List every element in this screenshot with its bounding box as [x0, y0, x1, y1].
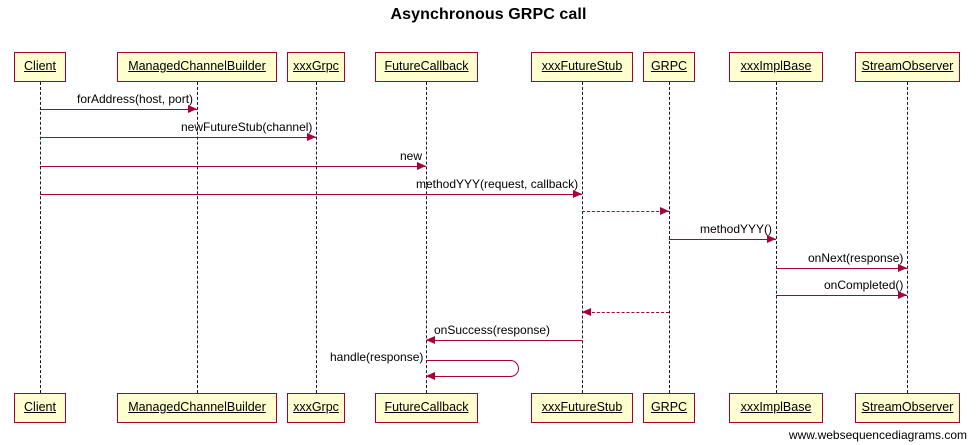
lifeline-streamobserver	[907, 82, 908, 393]
participant-box-xxxgrpc-bottom[interactable]: xxxGrpc	[287, 393, 345, 423]
lifeline-channelbuilder	[197, 82, 198, 393]
participant-label: GRPC	[650, 400, 688, 414]
watermark-footer: www.websequencediagrams.com	[788, 428, 967, 442]
participant-label: xxxFutureStub	[541, 400, 623, 414]
participant-box-client-top[interactable]: Client	[14, 52, 66, 82]
lifeline-grpc	[669, 82, 670, 393]
message-label: new	[400, 149, 423, 163]
message-line	[40, 166, 426, 167]
lifeline-futurecallback	[426, 82, 427, 393]
message-line	[582, 211, 669, 212]
arrow-head-right	[898, 264, 907, 272]
participant-box-futurecallback-bottom[interactable]: FutureCallback	[375, 393, 478, 423]
arrow-head-right	[767, 235, 776, 243]
lifeline-xxximplbase	[776, 82, 777, 393]
participant-box-xxxfuturestub-top[interactable]: xxxFutureStub	[531, 52, 633, 82]
participant-label: GRPC	[650, 59, 688, 73]
participant-box-streamobserver-bottom[interactable]: StreamObserver	[855, 393, 960, 423]
participant-label: FutureCallback	[384, 400, 469, 414]
participant-box-channelbuilder-top[interactable]: ManagedChannelBuilder	[117, 52, 277, 82]
lifeline-xxxfuturestub	[582, 82, 583, 393]
arrow-head-left	[582, 308, 591, 316]
arrow-head-right	[307, 133, 316, 141]
participant-box-streamobserver-top[interactable]: StreamObserver	[855, 52, 960, 82]
participant-box-xxximplbase-bottom[interactable]: xxxImplBase	[729, 393, 823, 423]
participant-label: xxxGrpc	[293, 59, 339, 73]
participant-label: xxxGrpc	[293, 400, 339, 414]
participant-box-channelbuilder-bottom[interactable]: ManagedChannelBuilder	[117, 393, 277, 423]
message-line	[40, 194, 582, 195]
message-line	[776, 268, 907, 269]
arrow-head-right	[660, 207, 669, 215]
message-label: forAddress(host, port)	[77, 92, 194, 106]
page-title: Asynchronous GRPC call	[390, 6, 587, 23]
message-label: handle(response)	[330, 350, 424, 364]
message-label: methodYYY()	[700, 222, 773, 236]
participant-label: xxxImplBase	[740, 59, 812, 73]
message-line	[669, 239, 776, 240]
arrow-head-right	[573, 190, 582, 198]
participant-label: ManagedChannelBuilder	[128, 400, 266, 414]
arrow-head-right	[417, 162, 426, 170]
participant-label: xxxFutureStub	[541, 59, 623, 73]
participant-box-xxximplbase-top[interactable]: xxxImplBase	[729, 52, 823, 82]
message-label: newFutureStub(channel)	[181, 120, 313, 134]
message-line	[582, 312, 669, 313]
message-label: onCompleted()	[824, 278, 904, 292]
arrow-head-right	[188, 105, 197, 113]
message-line	[40, 137, 316, 138]
lifeline-client	[40, 82, 41, 393]
participant-box-grpc-top[interactable]: GRPC	[643, 52, 695, 82]
message-label: onSuccess(response)	[434, 323, 551, 337]
message-label: onNext(response)	[808, 251, 904, 265]
participant-label: ManagedChannelBuilder	[128, 59, 266, 73]
arrow-head-left	[426, 336, 435, 344]
participant-box-client-bottom[interactable]: Client	[14, 393, 66, 423]
participant-label: FutureCallback	[384, 59, 469, 73]
participant-box-futurecallback-top[interactable]: FutureCallback	[375, 52, 478, 82]
participant-box-xxxgrpc-top[interactable]: xxxGrpc	[287, 52, 345, 82]
lifeline-xxxgrpc	[316, 82, 317, 393]
arrow-head-left	[426, 372, 435, 380]
message-line	[776, 295, 907, 296]
participant-box-grpc-bottom[interactable]: GRPC	[643, 393, 695, 423]
arrow-head-right	[898, 291, 907, 299]
participant-label: Client	[24, 59, 56, 73]
message-line	[40, 109, 197, 110]
participant-label: StreamObserver	[861, 400, 954, 414]
participant-box-xxxfuturestub-bottom[interactable]: xxxFutureStub	[531, 393, 633, 423]
participant-label: xxxImplBase	[740, 400, 812, 414]
participant-label: Client	[24, 400, 56, 414]
message-label: methodYYY(request, callback)	[416, 177, 579, 191]
participant-label: StreamObserver	[861, 59, 954, 73]
message-line	[426, 340, 582, 341]
self-call-loop	[426, 360, 519, 377]
